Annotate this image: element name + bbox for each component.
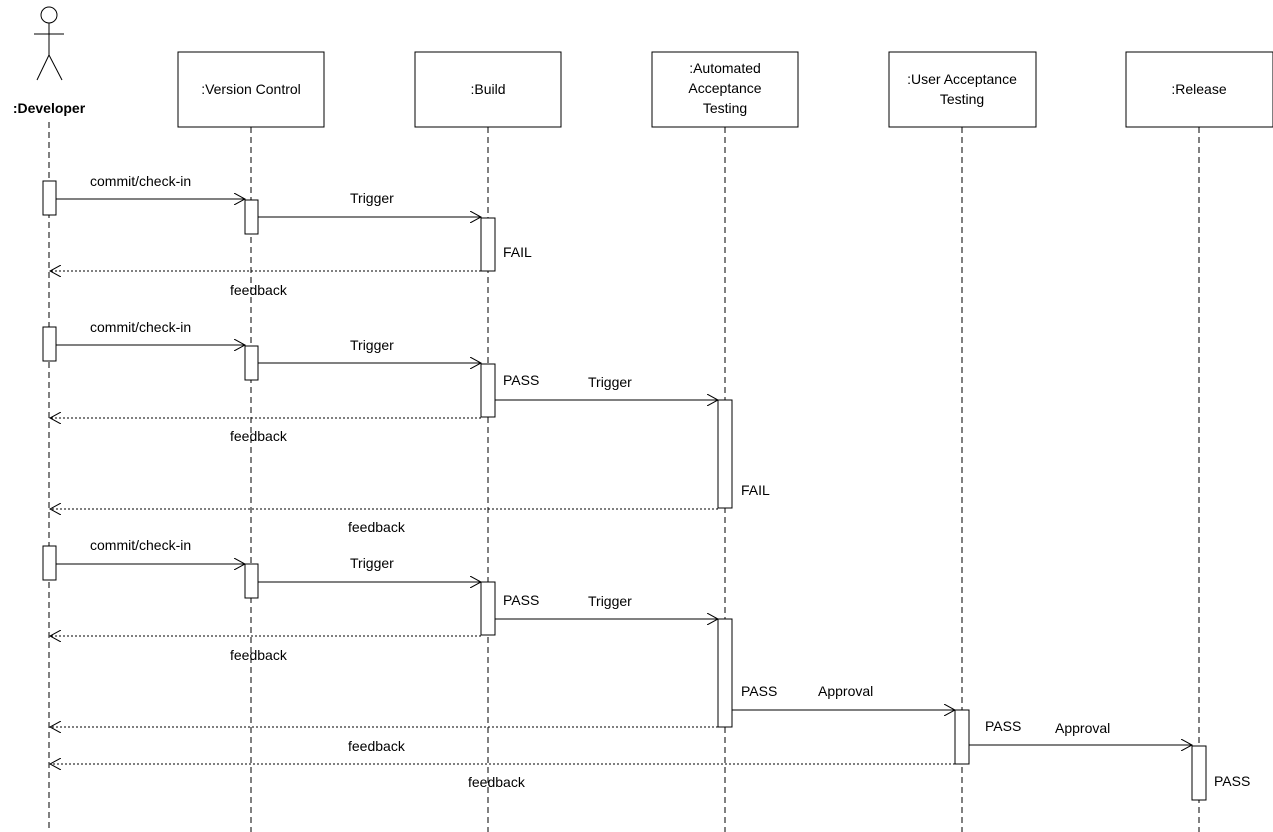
participant-label: :Version Control <box>201 81 301 97</box>
participant-label: Testing <box>940 91 984 107</box>
participant-label: :Build <box>470 81 505 97</box>
activation-bar <box>42 180 57 216</box>
activation-bar <box>717 399 733 509</box>
participant-version-control: :Version Control <box>177 51 325 128</box>
message-label: commit/check-in <box>90 319 191 335</box>
result-label: PASS <box>741 683 777 699</box>
activation-bar <box>244 345 259 381</box>
message-label: feedback <box>230 428 288 444</box>
message-label: Approval <box>818 683 873 699</box>
lifelines <box>48 122 1200 832</box>
result-label: PASS <box>985 718 1021 734</box>
participant-label: :User Acceptance <box>907 71 1017 87</box>
message-label: feedback <box>348 519 406 535</box>
message-label: commit/check-in <box>90 537 191 553</box>
participant-label: :Automated <box>689 60 761 76</box>
activation-bar <box>1191 745 1207 801</box>
result-label: FAIL <box>741 482 770 498</box>
developer-actor: :Developer <box>13 6 86 116</box>
message-label: feedback <box>468 774 526 790</box>
activation-bar <box>480 217 496 272</box>
result-label: PASS <box>1214 773 1250 789</box>
activation-bar <box>717 618 733 728</box>
participant-label: Acceptance <box>688 80 761 96</box>
participant-build: :Build <box>414 51 562 128</box>
message-label: Approval <box>1055 720 1110 736</box>
participant-label: Testing <box>703 100 747 116</box>
actor-right-leg <box>48 54 63 81</box>
actor-head <box>40 6 58 24</box>
result-label: PASS <box>503 592 539 608</box>
result-label: FAIL <box>503 244 532 260</box>
message-label: commit/check-in <box>90 173 191 189</box>
activation-bar <box>954 709 970 765</box>
activation-bar <box>480 363 496 418</box>
message-label: Trigger <box>588 593 632 609</box>
activation-bar <box>42 326 57 362</box>
message-label: Trigger <box>588 374 632 390</box>
participant-label: :Release <box>1171 81 1226 97</box>
message-label: Trigger <box>350 190 394 206</box>
result-label: PASS <box>503 372 539 388</box>
message-label: feedback <box>348 738 406 754</box>
message-label: Trigger <box>350 555 394 571</box>
actor-left-leg <box>36 54 50 81</box>
message-label: feedback <box>230 647 288 663</box>
activation-bar <box>480 581 496 636</box>
activation-bar <box>42 545 57 581</box>
actor-name: :Developer <box>13 100 86 116</box>
participant-release: :Release <box>1125 51 1273 128</box>
message-label: Trigger <box>350 337 394 353</box>
activation-bar <box>244 199 259 235</box>
participant-user-acceptance-testing: :User Acceptance Testing <box>888 51 1037 128</box>
participant-automated-acceptance-testing: :Automated Acceptance Testing <box>651 51 799 128</box>
activation-bar <box>244 563 259 599</box>
message-label: feedback <box>230 282 288 298</box>
activation-bars <box>42 180 1207 801</box>
